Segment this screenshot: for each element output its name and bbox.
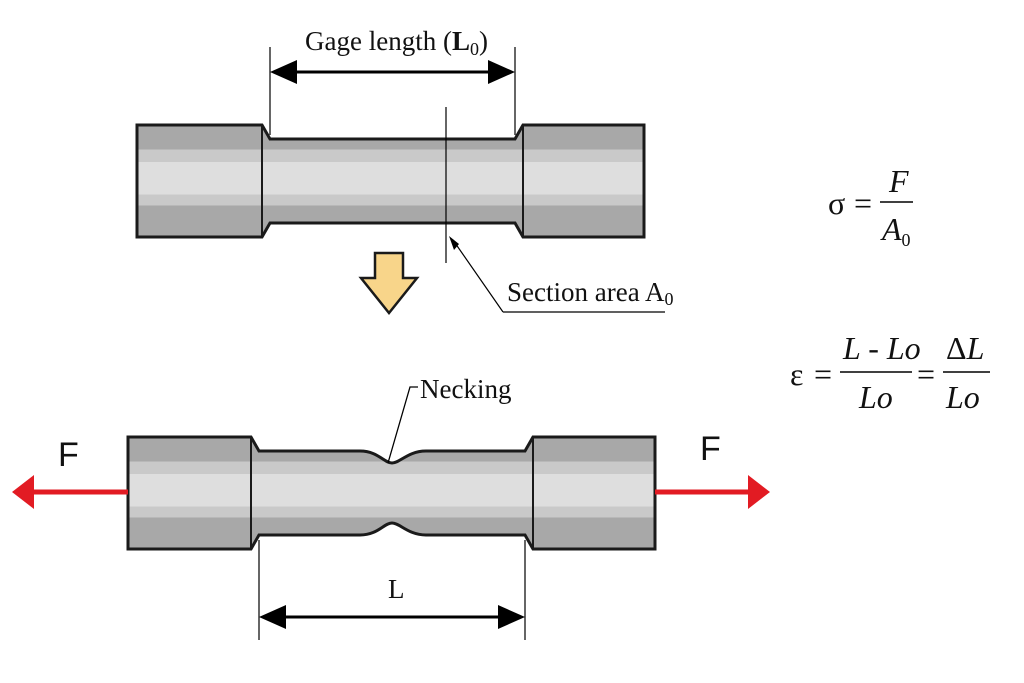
- original-specimen: [135, 123, 646, 239]
- strain-symbol: ε: [790, 356, 803, 392]
- section-area-label: Section area A0: [507, 277, 673, 309]
- force-label-left: F: [58, 436, 79, 474]
- stress-denominator: A0: [880, 211, 911, 250]
- stress-equation: σ = F A0: [828, 163, 913, 250]
- section-area-callout: Section area A0: [445, 107, 673, 313]
- necking-callout: Necking: [387, 374, 511, 464]
- section-leader-line: [452, 239, 665, 313]
- gage-length-arrow: [270, 60, 515, 84]
- force-arrow-left: [12, 475, 128, 509]
- force-arrow-right: [655, 475, 770, 509]
- necking-label: Necking: [420, 374, 511, 404]
- strain-equation: ε = L - Lo Lo = ΔL Lo: [790, 330, 990, 415]
- length-dimension: L: [258, 540, 526, 640]
- strain-denominator-1: Lo: [858, 379, 893, 415]
- force-label-right: F: [700, 430, 721, 468]
- stress-numerator: F: [888, 163, 909, 199]
- length-label: L: [388, 574, 405, 604]
- original-specimen-body: [135, 123, 646, 239]
- length-arrow: [259, 605, 525, 629]
- stress-equals: =: [854, 185, 872, 221]
- strain-equals-2: =: [917, 356, 935, 392]
- strain-numerator-1: L - Lo: [842, 330, 921, 366]
- down-arrow-icon: [358, 251, 420, 316]
- strain-numerator-2: ΔL: [946, 330, 984, 366]
- stress-symbol: σ: [828, 185, 845, 221]
- strain-equals-1: =: [814, 356, 832, 392]
- stretched-specimen-body: [126, 435, 657, 551]
- stretched-specimen: [126, 435, 657, 551]
- strain-denominator-2: Lo: [945, 379, 980, 415]
- gage-length-label: Gage length (L0): [305, 26, 488, 59]
- gage-length-dimension: Gage length (L0): [269, 26, 516, 135]
